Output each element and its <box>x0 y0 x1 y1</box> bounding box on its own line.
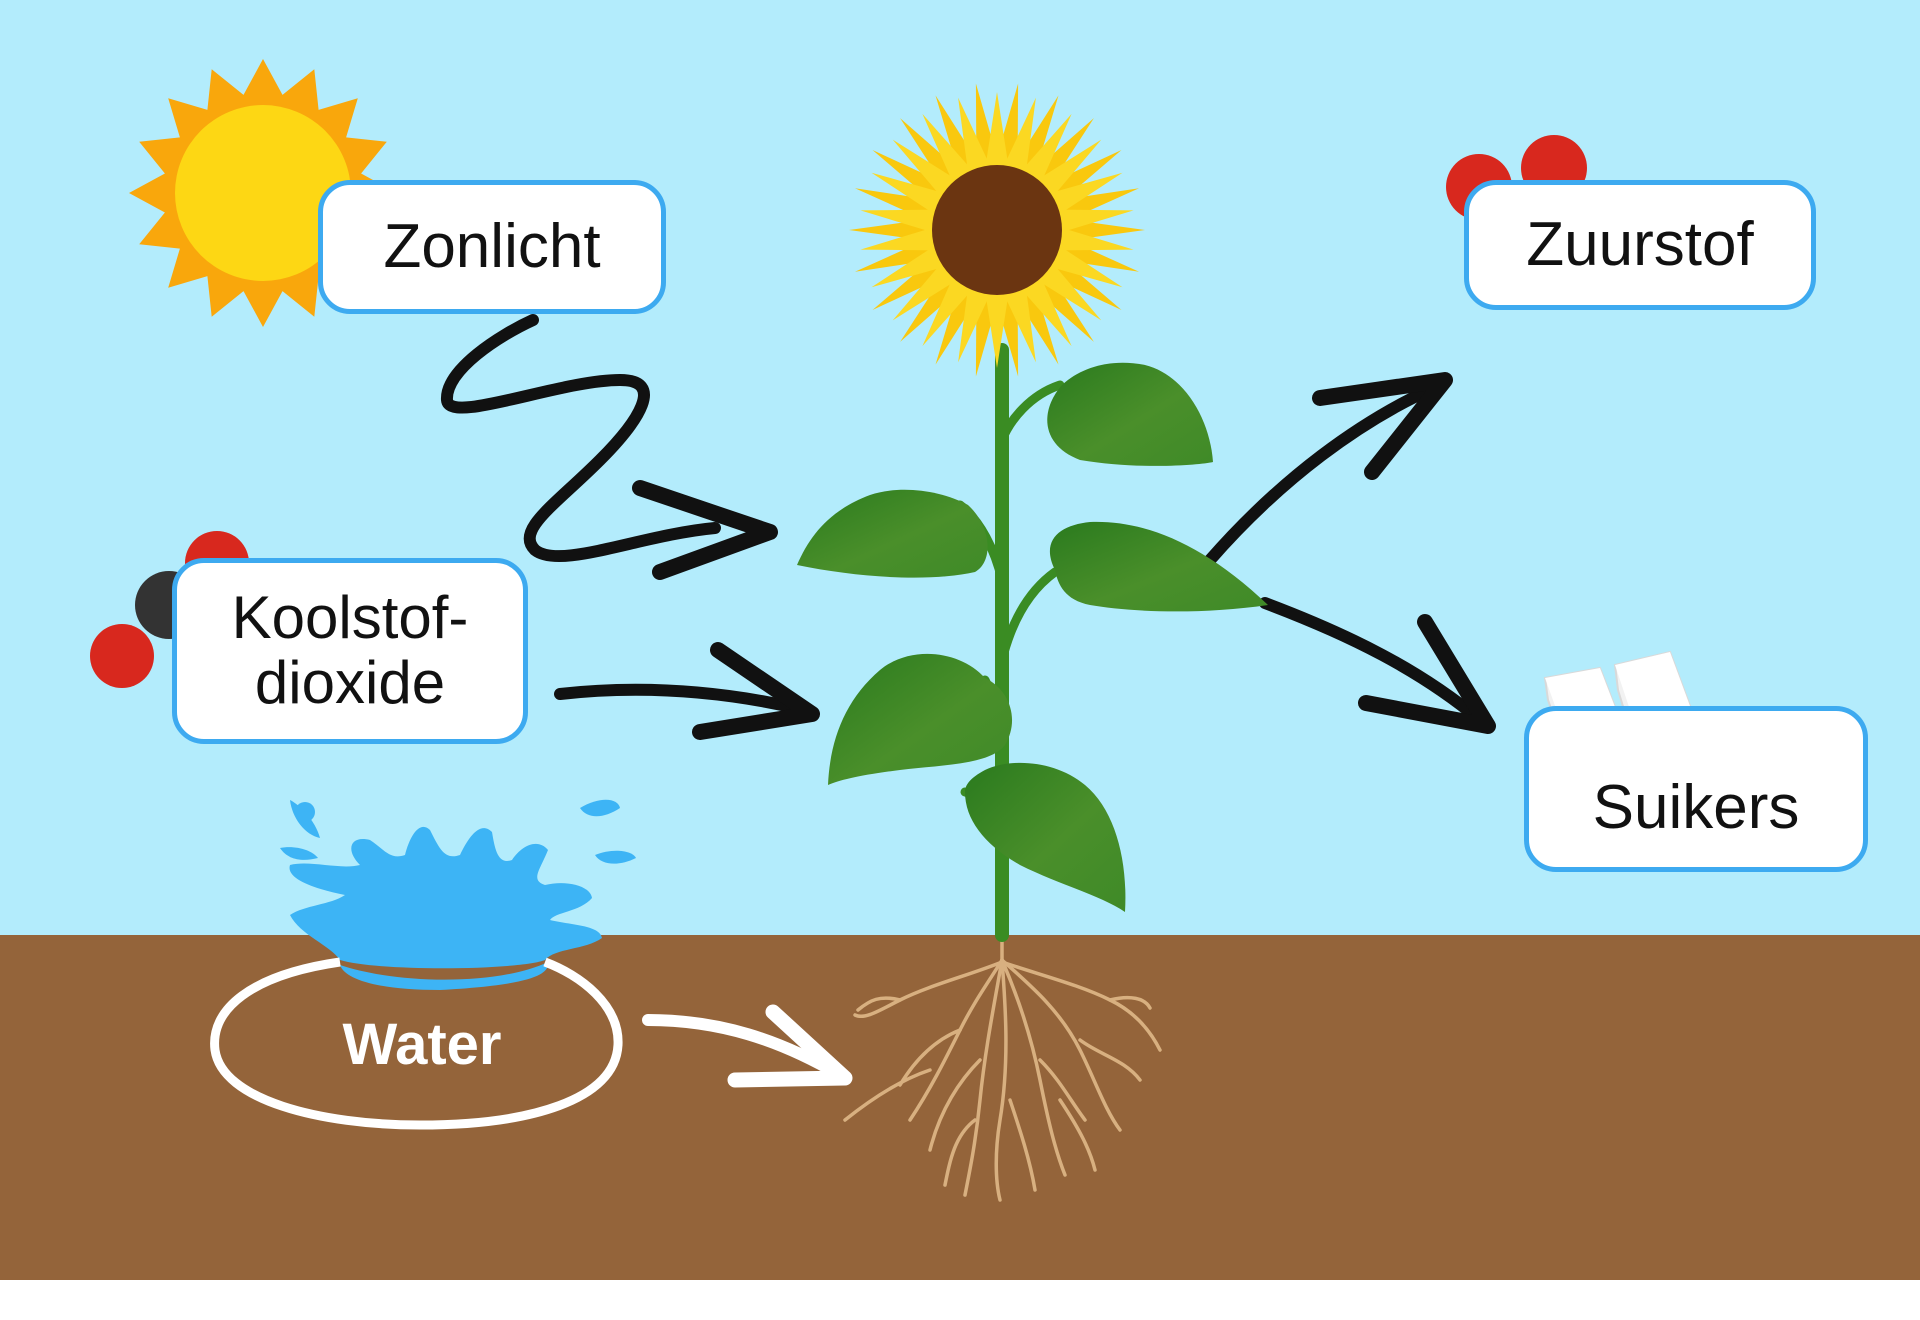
co2-label: Koolstof- dioxide <box>231 584 469 716</box>
co2-label-line2: dioxide <box>254 649 446 716</box>
oxygen-arrow <box>1204 372 1453 566</box>
sunflower-icon <box>849 83 1145 377</box>
water-ring <box>210 957 623 1130</box>
petal <box>958 277 995 363</box>
sunlight-arrow <box>441 314 778 580</box>
water-arrow <box>642 1004 853 1088</box>
petal <box>1048 209 1134 236</box>
leaf <box>828 653 1013 785</box>
leaf <box>965 762 1126 912</box>
sugars-label-box: Suikers <box>1524 706 1868 872</box>
petal <box>860 209 946 236</box>
petal <box>983 283 1011 368</box>
co2-label-line1: Koolstof- <box>231 584 469 652</box>
petal <box>1040 240 1123 288</box>
soil-ground <box>0 935 1920 1280</box>
co2-label-box: Koolstof- dioxide <box>172 558 528 744</box>
petal <box>871 240 954 288</box>
petal <box>1040 172 1123 220</box>
petal <box>983 92 1011 177</box>
petal <box>860 224 946 251</box>
sugars-arrow <box>1259 597 1496 734</box>
water-splash-icon <box>280 799 636 990</box>
sugars-label: Suikers <box>1592 772 1800 842</box>
oxygen-label-box: Zuurstof <box>1464 180 1816 310</box>
leaf <box>1049 521 1268 612</box>
petal <box>1048 224 1134 251</box>
sun-core <box>175 105 351 281</box>
plant-roots <box>843 933 1162 1202</box>
petal <box>999 97 1036 183</box>
petal <box>871 172 954 220</box>
sunlight-label-box: Zonlicht <box>318 180 666 314</box>
co2-arrow <box>554 642 820 740</box>
oxygen-label: Zuurstof <box>1526 209 1754 279</box>
petal <box>1014 267 1072 347</box>
petal <box>922 267 980 347</box>
petal <box>999 277 1036 363</box>
leaf <box>1047 362 1213 466</box>
sunlight-label: Zonlicht <box>383 211 601 281</box>
plant-leaves <box>797 362 1268 912</box>
bottom-margin <box>0 1280 1920 1320</box>
petal <box>922 113 980 193</box>
flower-center <box>932 165 1062 295</box>
leaf <box>797 489 988 578</box>
petal <box>958 97 995 183</box>
water-label: Water <box>342 1012 502 1077</box>
petal <box>1014 113 1072 193</box>
